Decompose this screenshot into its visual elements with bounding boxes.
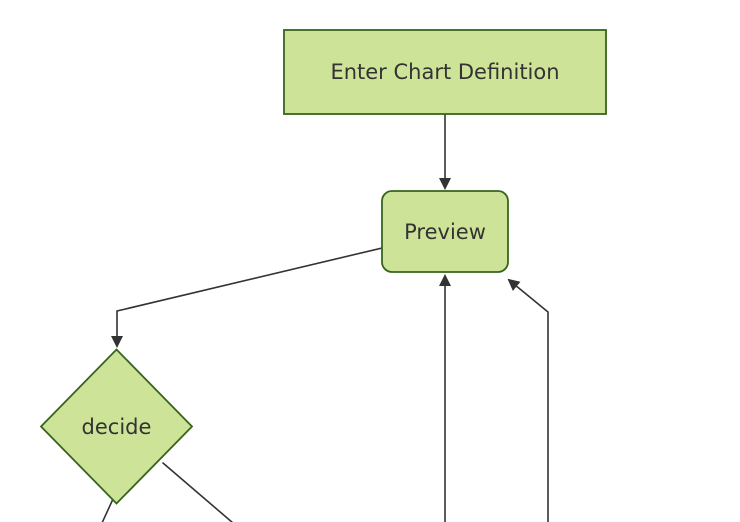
node-enter-chart-definition: Enter Chart Definition [283,29,607,115]
edge-decide-down-right [162,462,234,522]
node-decide: decide [39,348,194,505]
node-label: Enter Chart Definition [330,60,559,84]
node-preview: Preview [381,190,509,273]
diamond-shape [39,348,194,505]
node-label: Preview [404,220,486,244]
rounded-rectangle-shape [381,190,509,273]
node-label: decide [82,415,152,439]
edge-decide-down-left [101,498,114,522]
edge-preview-to-decide [111,247,383,348]
edge-offscreen-to-preview-corner [507,278,549,522]
rectangle-shape [283,29,607,115]
